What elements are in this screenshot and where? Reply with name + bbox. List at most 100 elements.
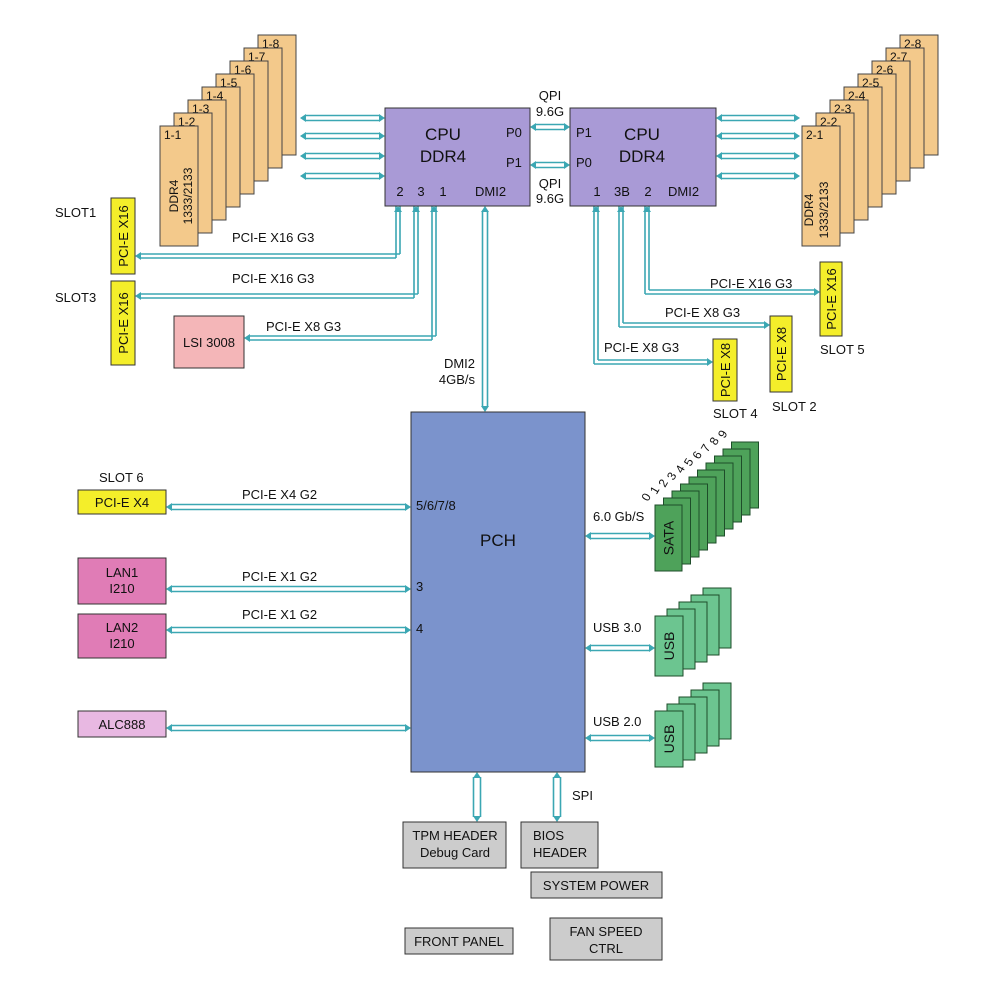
cpu2-port-1: 1 <box>593 184 600 199</box>
slot5-link: PCI-E X16 G3 <box>710 276 792 291</box>
dimm-module <box>801 125 841 247</box>
spi-label: SPI <box>572 788 593 803</box>
arrow-head <box>649 734 655 742</box>
slot3-card <box>110 280 136 366</box>
arrow-head <box>166 724 172 732</box>
slot1-link: PCI-E X16 G3 <box>232 230 314 245</box>
slot5-type: PCI-E X16 <box>824 268 839 329</box>
qpi-bottom-speed: 9.6G <box>536 191 564 206</box>
front-panel-label: FRONT PANEL <box>414 934 504 949</box>
cpu1: CPU DDR4 P0 P1 2 3 1 DMI2 <box>384 107 531 207</box>
qpi-top-label: QPI <box>539 88 561 103</box>
front-panel-box <box>404 927 514 955</box>
arrow-head <box>430 206 438 212</box>
fan-speed-title: FAN SPEED <box>570 924 643 939</box>
arrow-head <box>553 816 561 822</box>
arrow-head <box>244 334 250 342</box>
arrow-head <box>530 161 536 169</box>
usb2-stack: USB <box>654 682 732 768</box>
dmi-link-speed: 4GB/s <box>439 372 476 387</box>
arrow-head <box>300 132 306 140</box>
slot3-link: PCI-E X16 G3 <box>232 271 314 286</box>
arrow-head <box>473 816 481 822</box>
lan1-box <box>77 557 167 605</box>
arrow-head <box>794 152 800 160</box>
slot1-name: SLOT1 <box>55 205 96 220</box>
lsi-box <box>173 315 245 369</box>
slot4-type: PCI-E X8 <box>718 343 733 397</box>
arrow-head <box>794 172 800 180</box>
audio-name: ALC888 <box>99 717 146 732</box>
arrow-head <box>617 206 625 212</box>
dimm-label: 1-1 <box>164 128 182 142</box>
arrow-head <box>764 321 770 329</box>
slot3-type: PCI-E X16 <box>116 292 131 353</box>
arrow-head <box>300 114 306 122</box>
sata-speed: 6.0 Gb/S <box>593 509 645 524</box>
slot1-card <box>110 197 136 275</box>
slot2-type: PCI-E X8 <box>774 327 789 381</box>
lan2-chip: I210 <box>109 636 134 651</box>
pch-port-4: 4 <box>416 621 423 636</box>
tpm-box <box>402 821 507 869</box>
bios-subtitle: HEADER <box>533 845 587 860</box>
arrow-head <box>814 288 820 296</box>
arrow-head <box>592 206 600 212</box>
arrow-head <box>716 152 722 160</box>
lan2-link: PCI-E X1 G2 <box>242 607 317 622</box>
slot4-card <box>712 338 738 402</box>
arrow-head <box>553 772 561 778</box>
arrow-head <box>394 206 402 212</box>
slot2-link: PCI-E X8 G3 <box>665 305 740 320</box>
sata-stack-module <box>654 504 683 572</box>
slot6-link: PCI-E X4 G2 <box>242 487 317 502</box>
qpi-top-speed: 9.6G <box>536 104 564 119</box>
pch: PCH 5/6/7/8 3 4 <box>410 411 586 773</box>
lsi-link: PCI-E X8 G3 <box>266 319 341 334</box>
dimm1-type: DDR4 <box>167 179 181 212</box>
arrow-head <box>379 114 385 122</box>
audio-box <box>77 710 167 738</box>
arrow-head <box>716 172 722 180</box>
cpu1-port-1: 1 <box>439 184 446 199</box>
usb3-speed: USB 3.0 <box>593 620 641 635</box>
arrow-head <box>379 152 385 160</box>
slot5-card <box>819 261 843 337</box>
fan-speed-box <box>549 917 663 961</box>
arrow-head <box>649 644 655 652</box>
cpu1-port-3: 3 <box>417 184 424 199</box>
arrow-head <box>794 114 800 122</box>
cpu2-port-2: 2 <box>644 184 651 199</box>
arrow-head <box>405 503 411 511</box>
slot1-type: PCI-E X16 <box>116 205 131 266</box>
pch-port-3: 3 <box>416 579 423 594</box>
arrow-head <box>405 724 411 732</box>
slot5-name: SLOT 5 <box>820 342 865 357</box>
lan2-box <box>77 613 167 659</box>
bios-box <box>520 821 599 869</box>
cpu2: CPU DDR4 P1 P0 1 3B 2 DMI2 <box>569 107 717 207</box>
cpu2-port-p1: P1 <box>576 125 592 140</box>
slot3-name: SLOT3 <box>55 290 96 305</box>
cpu1-port-dmi2: DMI2 <box>475 184 506 199</box>
cpu2-port-3b: 3B <box>614 184 630 199</box>
cpu2-port-p0: P0 <box>576 155 592 170</box>
arrow-head <box>166 503 172 511</box>
arrow-head <box>473 772 481 778</box>
arrow-head <box>300 152 306 160</box>
cpu1-title: CPU <box>425 125 461 144</box>
arrow-head <box>481 406 489 412</box>
arrow-head <box>707 358 713 366</box>
arrow-head <box>716 114 722 122</box>
slot4-name: SLOT 4 <box>713 406 758 421</box>
arrow-head <box>643 206 651 212</box>
qpi-bottom-label: QPI <box>539 176 561 191</box>
arrow-head <box>649 532 655 540</box>
cpu2-title: CPU <box>624 125 660 144</box>
sata-port-number: 9 <box>715 427 731 440</box>
pch-box <box>410 411 586 773</box>
arrow-head <box>716 132 722 140</box>
arrow-head <box>412 206 420 212</box>
